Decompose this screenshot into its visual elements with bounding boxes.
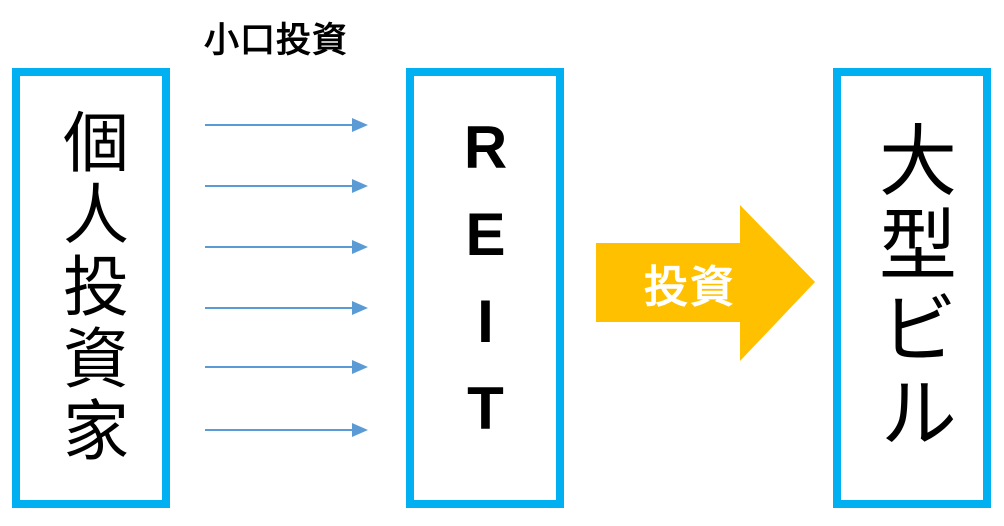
small-arrow <box>205 423 368 437</box>
box-reit: REIT <box>406 68 564 508</box>
small-arrow-head-icon <box>352 360 368 374</box>
small-investment-label: 小口投資 <box>204 21 349 60</box>
small-arrow-head-icon <box>352 240 368 254</box>
investment-arrow-label: 投資 <box>644 262 736 312</box>
small-arrow-head-icon <box>352 301 368 315</box>
small-arrow-head-icon <box>352 423 368 437</box>
box-large-building: 大型ビル <box>833 68 991 508</box>
small-arrow <box>205 179 368 193</box>
individual-investors-label: 個人投資家 <box>54 108 128 468</box>
small-arrows-group <box>205 118 368 437</box>
large-building-label: 大型ビル <box>868 120 956 456</box>
reit-label: REIT <box>452 114 519 462</box>
small-arrow-head-icon <box>352 118 368 132</box>
small-arrow <box>205 118 368 132</box>
box-individual-investors: 個人投資家 <box>12 68 170 508</box>
small-arrow <box>205 240 368 254</box>
small-arrow-head-icon <box>352 179 368 193</box>
small-arrow <box>205 360 368 374</box>
small-arrow <box>205 301 368 315</box>
